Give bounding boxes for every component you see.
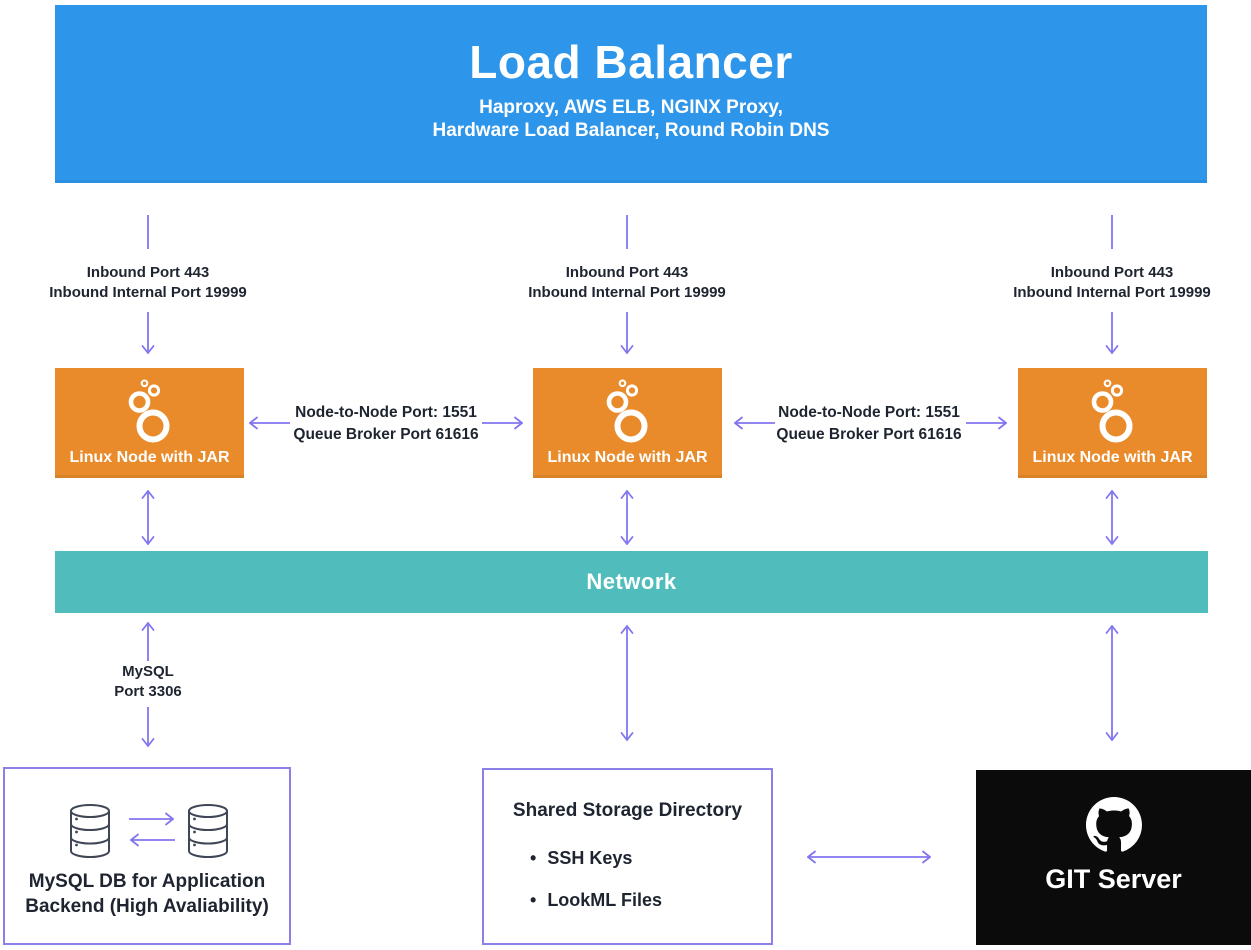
linux-node-box-3: Linux Node with JAR xyxy=(1018,368,1207,478)
looker-icon xyxy=(606,379,647,443)
bullet-icon: • xyxy=(530,848,537,868)
node-link-line2: Queue Broker Port 61616 xyxy=(776,426,962,443)
mysql-port-line2: Port 3306 xyxy=(114,683,182,700)
inbound-ports-line2: Inbound Internal Port 19999 xyxy=(1013,284,1211,301)
load-balancer-box: Load Balancer Haproxy, AWS ELB, NGINX Pr… xyxy=(55,5,1207,183)
arrow-lb-to-node-3 xyxy=(1105,312,1119,354)
arrow-lb-to-node-2 xyxy=(620,312,634,354)
inbound-ports-label-3: Inbound Port 443 Inbound Internal Port 1… xyxy=(1013,263,1211,303)
inbound-ports-label-2: Inbound Port 443 Inbound Internal Port 1… xyxy=(528,263,726,303)
storage-item-lookml-files: • LookML Files xyxy=(530,890,771,911)
shared-storage-title: Shared Storage Directory xyxy=(512,800,743,821)
git-server-box: GIT Server xyxy=(976,770,1251,945)
mysql-db-label: MySQL DB for Application Backend (High A… xyxy=(5,869,289,919)
arrow-db-replicate-right xyxy=(129,812,174,826)
node-link-label-1: Node-to-Node Port: 1551 Queue Broker Por… xyxy=(293,402,478,446)
inbound-ports-line1: Inbound Port 443 xyxy=(565,264,689,281)
looker-icon xyxy=(1091,379,1132,443)
arrow-network-git xyxy=(1105,625,1119,741)
inbound-ports-line1: Inbound Port 443 xyxy=(1050,264,1174,281)
looker-icon xyxy=(128,379,169,443)
node-link-label-2: Node-to-Node Port: 1551 Queue Broker Por… xyxy=(776,402,961,446)
storage-item-ssh-keys: • SSH Keys xyxy=(530,848,771,869)
arrow-storage-git xyxy=(807,850,931,864)
linux-node-label: Linux Node with JAR xyxy=(1032,449,1193,466)
network-bar: Network xyxy=(55,551,1208,613)
inbound-ports-line2: Inbound Internal Port 19999 xyxy=(49,284,247,301)
inbound-ports-label-1: Inbound Port 443 Inbound Internal Port 1… xyxy=(49,263,247,303)
shared-storage-box: Shared Storage Directory • SSH Keys • Look… xyxy=(482,768,773,945)
line-lb-column-1 xyxy=(147,215,149,249)
arrow-mysql-up xyxy=(141,622,155,661)
line-lb-column-3 xyxy=(1111,215,1113,249)
arrow-network-storage xyxy=(620,625,634,741)
node-link-line1: Node-to-Node Port: 1551 xyxy=(295,404,477,421)
arrow-link-to-node-2 xyxy=(482,416,523,430)
mysql-db-label-line1: MySQL DB for Application xyxy=(28,871,266,892)
arrow-mysql-down xyxy=(141,707,155,747)
mysql-db-box: MySQL DB for Application Backend (High A… xyxy=(3,767,291,945)
inbound-ports-line2: Inbound Internal Port 19999 xyxy=(528,284,726,301)
node-link-line1: Node-to-Node Port: 1551 xyxy=(778,404,960,421)
bullet-icon: • xyxy=(530,890,537,910)
arrow-node1-network xyxy=(141,490,155,545)
arrow-node2-network xyxy=(620,490,634,545)
github-icon xyxy=(1085,797,1142,852)
mysql-port-line1: MySQL xyxy=(122,663,174,680)
arrow-lb-to-node-1 xyxy=(141,312,155,354)
arrow-node3-network xyxy=(1105,490,1119,545)
database-icon xyxy=(70,804,110,858)
linux-node-box-1: Linux Node with JAR xyxy=(55,368,244,478)
database-icon xyxy=(188,804,228,858)
arrow-link-to-node-3 xyxy=(966,416,1007,430)
inbound-ports-line1: Inbound Port 443 xyxy=(86,264,210,281)
storage-item-label: SSH Keys xyxy=(547,848,633,868)
load-balancer-title: Load Balancer xyxy=(469,36,793,88)
line-lb-column-2 xyxy=(626,215,628,249)
arrow-link-to-node-2b xyxy=(734,416,775,430)
arrow-link-to-node-1 xyxy=(249,416,290,430)
linux-node-label: Linux Node with JAR xyxy=(69,449,230,466)
arrow-db-replicate-left xyxy=(130,833,175,847)
load-balancer-subtitle: Haproxy, AWS ELB, NGINX Proxy, Hardware … xyxy=(55,96,1207,142)
load-balancer-subtitle-line2: Hardware Load Balancer, Round Robin DNS xyxy=(432,120,830,141)
mysql-port-label: MySQL Port 3306 xyxy=(114,662,182,702)
git-server-label: GIT Server xyxy=(1045,864,1182,894)
node-link-line2: Queue Broker Port 61616 xyxy=(293,426,479,443)
load-balancer-subtitle-line1: Haproxy, AWS ELB, NGINX Proxy, xyxy=(479,97,783,118)
linux-node-box-2: Linux Node with JAR xyxy=(533,368,722,478)
storage-item-label: LookML Files xyxy=(547,890,662,910)
linux-node-label: Linux Node with JAR xyxy=(547,449,708,466)
network-label: Network xyxy=(586,569,677,594)
mysql-db-label-line2: Backend (High Avaliability) xyxy=(25,896,269,917)
